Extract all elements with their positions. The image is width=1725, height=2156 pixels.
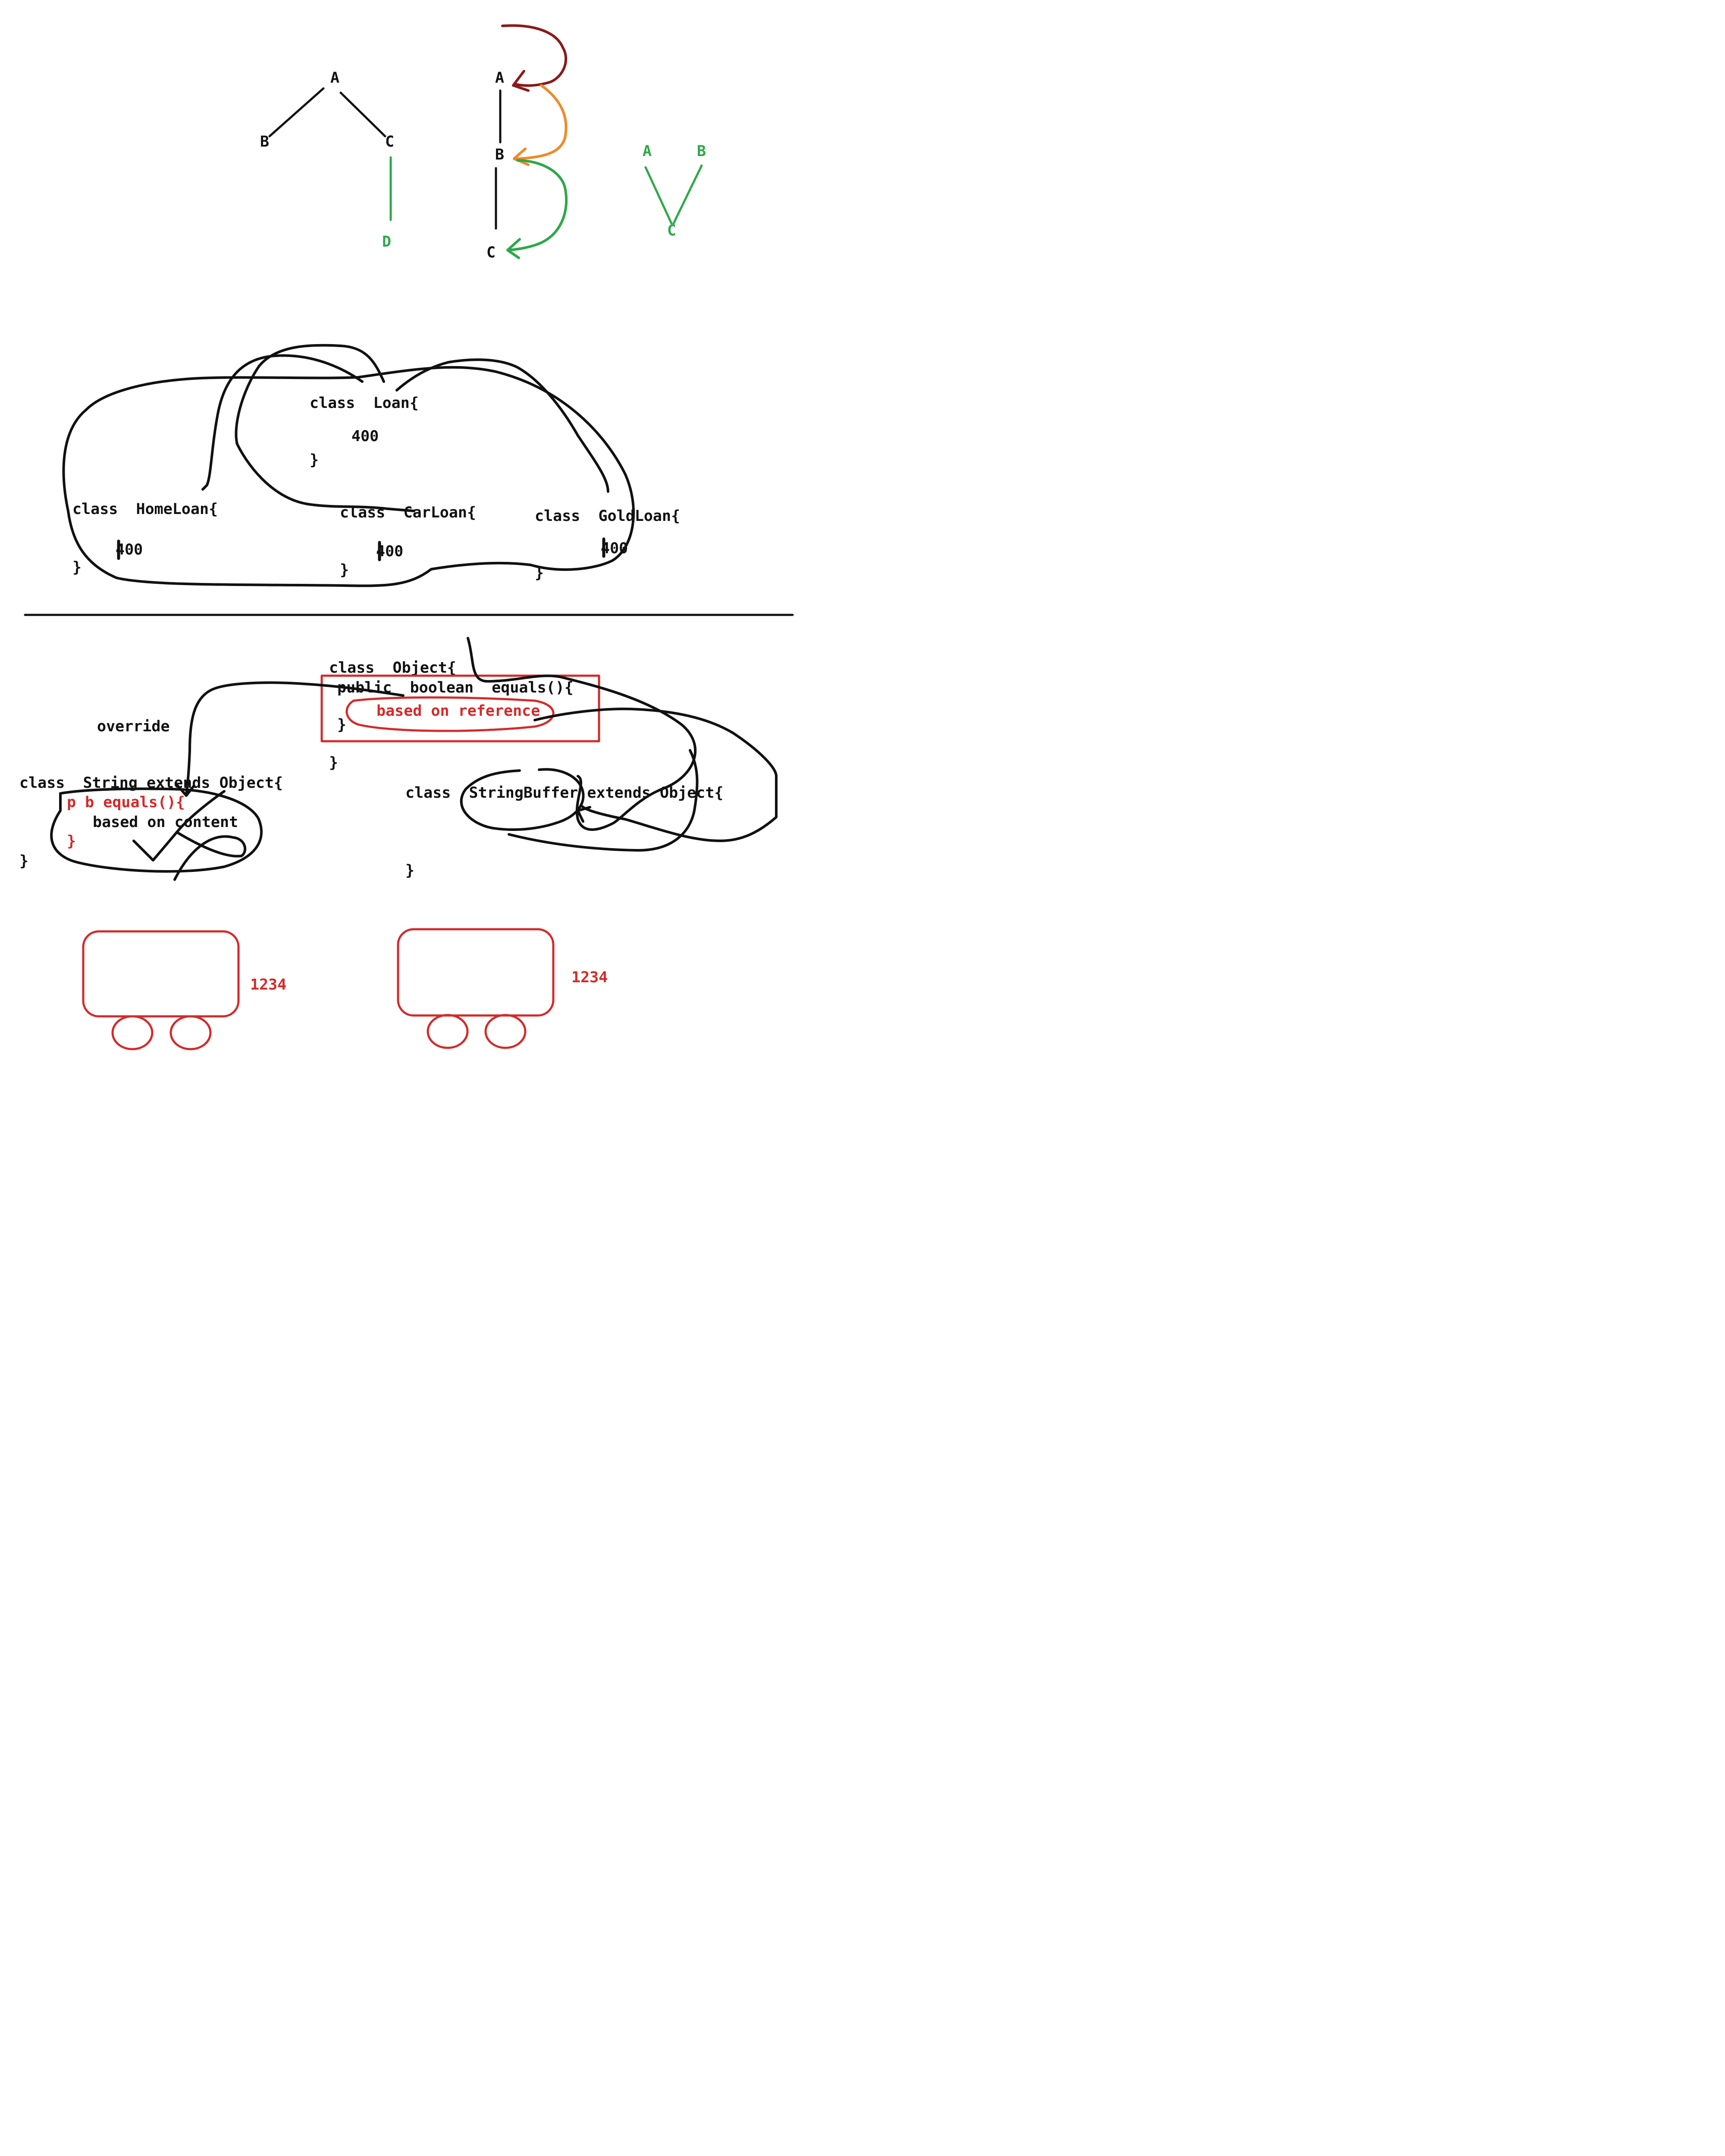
loan-class-close: } bbox=[310, 451, 319, 469]
left-car: 1234 bbox=[82, 930, 286, 1050]
tree-node-b: B bbox=[260, 133, 269, 150]
stringbuffer-class-decl: class StringBuffer extends Object{ bbox=[405, 784, 724, 802]
right-car-wheel-rear bbox=[484, 1014, 527, 1049]
green-arrow bbox=[508, 159, 568, 251]
orange-arrowhead bbox=[513, 147, 530, 166]
maroon-arrow bbox=[501, 24, 568, 87]
based-on-reference-loop bbox=[345, 696, 555, 732]
carloan-class-close: } bbox=[340, 561, 349, 579]
left-car-body bbox=[82, 930, 240, 1018]
string-class-close: } bbox=[19, 852, 28, 870]
object-to-stringbuffer-loop bbox=[467, 637, 697, 831]
chain-node-c: C bbox=[486, 244, 496, 261]
loan-class-value: 400 bbox=[351, 428, 379, 445]
object-equals-note: based on reference bbox=[376, 702, 540, 720]
left-car-label: 1234 bbox=[250, 976, 286, 993]
string-equals-close: } bbox=[67, 833, 76, 850]
right-car-wheel-front bbox=[427, 1014, 469, 1049]
string-equals-loop bbox=[50, 787, 263, 873]
right-car-body bbox=[397, 928, 555, 1017]
v-edge-b-c bbox=[672, 164, 703, 225]
stringbuffer-outer-loop bbox=[533, 708, 778, 842]
loan-enclosing-loop bbox=[62, 366, 635, 587]
stringbuffer-loop bbox=[460, 768, 585, 831]
v-diagram: A B C bbox=[643, 143, 706, 239]
tree-edge-a-b bbox=[268, 87, 325, 138]
homeloan-class-value: 400 bbox=[116, 541, 143, 558]
object-section: class Object{ public boolean equals(){ b… bbox=[19, 637, 778, 881]
tree-node-d: D bbox=[382, 233, 391, 251]
object-equals-highlight-box bbox=[320, 674, 600, 743]
object-class-close: } bbox=[329, 754, 338, 771]
object-class-decl: class Object{ bbox=[329, 659, 456, 677]
object-to-string-override-arrow bbox=[185, 681, 405, 796]
left-car-wheel-rear bbox=[169, 1015, 212, 1050]
chain-node-b: B bbox=[495, 146, 504, 163]
tree-diagram: A B C D bbox=[260, 69, 394, 251]
v-node-a: A bbox=[643, 143, 652, 160]
tree-node-a: A bbox=[330, 69, 339, 87]
loan-to-goldloan-arc bbox=[395, 358, 609, 493]
right-car-label: 1234 bbox=[571, 969, 608, 986]
string-small-loop bbox=[173, 831, 247, 881]
string-equals-signature: p b equals(){ bbox=[67, 794, 185, 811]
chain-diagram: A B C bbox=[486, 24, 568, 261]
homeloan-class-close: } bbox=[72, 559, 82, 576]
string-equals-note: based on content bbox=[93, 814, 238, 831]
stringbuffer-arrowhead bbox=[577, 806, 591, 823]
stringbuffer-class-close: } bbox=[405, 862, 414, 879]
homeloan-class-decl: class HomeLoan{ bbox=[72, 501, 218, 518]
tree-edge-a-c bbox=[339, 91, 386, 138]
object-equals-close: } bbox=[337, 716, 346, 733]
goldloan-class-decl: class GoldLoan{ bbox=[535, 508, 680, 525]
loan-section: class Loan{ 400 } class HomeLoan{ 400 } … bbox=[62, 344, 680, 587]
green-arrowhead bbox=[506, 238, 521, 259]
stringbuffer-bottom-stroke bbox=[508, 749, 699, 852]
maroon-arrowhead bbox=[512, 70, 530, 92]
orange-arrow bbox=[516, 84, 568, 160]
v-node-c: C bbox=[667, 222, 676, 239]
loan-class-decl: class Loan{ bbox=[310, 395, 419, 412]
chain-node-a: A bbox=[495, 69, 504, 87]
right-car: 1234 bbox=[397, 928, 608, 1049]
v-edge-a-c bbox=[644, 166, 673, 225]
v-node-b: B bbox=[697, 143, 706, 160]
override-label: override bbox=[97, 718, 170, 735]
tree-node-c: C bbox=[385, 133, 394, 150]
loan-to-carloan-arc bbox=[235, 344, 415, 512]
object-equals-signature: public boolean equals(){ bbox=[337, 679, 574, 696]
loan-to-homeloan-arc bbox=[201, 354, 364, 491]
left-car-wheel-front bbox=[111, 1015, 154, 1050]
